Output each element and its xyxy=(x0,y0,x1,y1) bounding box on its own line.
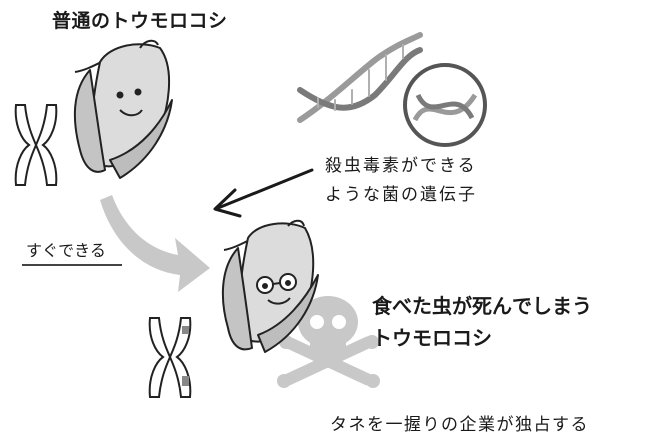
normal-corn-title: 普通のトウモロコシ xyxy=(52,10,228,32)
gmo-corn-caption: 食べた虫が死んでしまう トウモロコシ xyxy=(372,290,592,354)
soon-underline xyxy=(22,264,122,266)
gene-caption-line2: ような菌の遺伝子 xyxy=(325,185,477,205)
gmo-caption-line2: トウモロコシ xyxy=(372,326,492,350)
monopoly-caption: タネを一握りの企業が独占する xyxy=(330,415,589,435)
curved-arrow-icon xyxy=(100,195,210,292)
arrow-icon xyxy=(213,168,314,218)
skull-crossbones-icon xyxy=(277,296,380,388)
gene-caption: 殺虫毒素ができる ような菌の遺伝子 xyxy=(325,152,477,210)
gmo-caption-line1: 食べた虫が死んでしまう xyxy=(372,294,592,318)
gmo-corn-icon xyxy=(221,219,319,353)
dna-helix-icon xyxy=(297,32,423,123)
soon-caption: すぐできる xyxy=(26,241,106,260)
magnifier-icon xyxy=(403,63,487,147)
gene-caption-line1: 殺虫毒素ができる xyxy=(325,156,477,176)
chromosome-icon xyxy=(14,104,58,186)
gmo-chromosome-icon xyxy=(148,317,192,398)
corn-icon xyxy=(73,39,173,179)
